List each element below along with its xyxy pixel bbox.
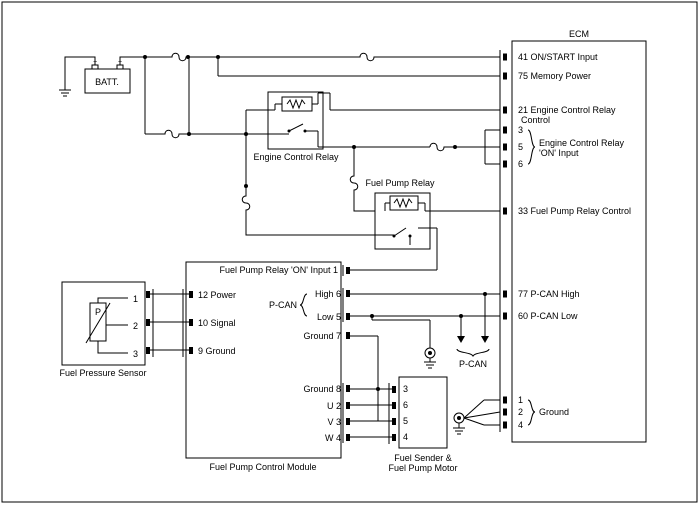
ecm-pin-77: 77 P-CAN High bbox=[518, 289, 580, 299]
fpcm-title: Fuel Pump Control Module bbox=[209, 462, 316, 472]
ecm-pin-75: 75 Memory Power bbox=[518, 71, 591, 81]
fpcm-pin-low: Low 5 bbox=[317, 312, 341, 322]
fpcm-pin-ground7: Ground 7 bbox=[303, 331, 341, 341]
ecm-pin-terminal bbox=[503, 106, 507, 114]
fuel-pressure-sensor: P 1 2 3 Fuel Pressure Sensor bbox=[59, 281, 154, 378]
sender-pin-3: 3 bbox=[403, 384, 408, 394]
fpcm-pin-w: W 4 bbox=[325, 433, 341, 443]
fpcm-pin-power: 12 Power bbox=[198, 290, 236, 300]
fuse-1-icon bbox=[145, 52, 218, 62]
fpcm-pin-u: U 2 bbox=[327, 401, 341, 411]
ecm-pin-4: 4 bbox=[518, 420, 523, 430]
fpcm-pin-signal: 10 Signal bbox=[198, 318, 236, 328]
ecm-pin-33: 33 Fuel Pump Relay Control bbox=[518, 206, 631, 216]
ecm: ECM bbox=[511, 29, 647, 443]
fuel-pump-relay: Fuel Pump Relay bbox=[365, 178, 435, 250]
ecm-pin-1: 1 bbox=[518, 395, 523, 405]
fuel-sender-label-1: Fuel Sender & bbox=[394, 453, 452, 463]
fuel-sender-pump-motor: 3 6 5 4 Fuel Sender & Fuel Pump Motor bbox=[388, 376, 458, 473]
ecm-pin-terminal bbox=[503, 312, 507, 320]
battery-ground-icon bbox=[59, 89, 71, 97]
ecm-pin-5: 5 bbox=[518, 142, 523, 152]
sender-pin-5: 5 bbox=[403, 416, 408, 426]
battery-label: BATT. bbox=[95, 77, 119, 87]
fpcm-relay-on-input: Fuel Pump Relay 'ON' Input 1 bbox=[220, 265, 339, 275]
fuse-4-icon bbox=[429, 142, 485, 152]
fpcm-pcan-label: P-CAN bbox=[269, 300, 297, 310]
sender-pin-4: 4 bbox=[403, 432, 408, 442]
fuse-2-icon bbox=[218, 52, 500, 62]
ecm-ground-icon bbox=[453, 423, 465, 435]
ecm-pin-terminal bbox=[503, 421, 507, 429]
ecm-on-input-label-2: 'ON' Input bbox=[539, 148, 579, 158]
ecm-pin-2: 2 bbox=[518, 407, 523, 417]
engine-control-relay: Engine Control Relay bbox=[253, 91, 339, 162]
sender-pin-6: 6 bbox=[403, 400, 408, 410]
sensor-pin-3: 3 bbox=[133, 349, 138, 359]
ecm-pin-terminal bbox=[503, 290, 507, 298]
ecm-pin-terminal bbox=[503, 408, 507, 416]
battery: BATT. − + bbox=[84, 59, 131, 94]
fuel-pressure-sensor-label: Fuel Pressure Sensor bbox=[59, 368, 146, 378]
fuel-sender-label-2: Fuel Pump Motor bbox=[388, 463, 457, 473]
ecm-on-input-label-1: Engine Control Relay bbox=[539, 138, 625, 148]
fuel-pump-control-module: Fuel Pump Control Module Fuel Pump Relay… bbox=[185, 261, 342, 472]
fuel-pump-relay-label: Fuel Pump Relay bbox=[365, 178, 435, 188]
ecm-title: ECM bbox=[569, 29, 589, 39]
ecm-pin-60: 60 P-CAN Low bbox=[518, 311, 578, 321]
engine-relay-label: Engine Control Relay bbox=[253, 152, 339, 162]
fpcm-ground-icon bbox=[424, 347, 436, 369]
ecm-pin-terminal bbox=[503, 126, 507, 134]
fpcm-pin-ground8: Ground 8 bbox=[303, 384, 341, 394]
ecm-pin-terminal bbox=[503, 143, 507, 151]
ecm-pin-terminal bbox=[503, 72, 507, 80]
fpcm-pin-ground: 9 Ground bbox=[198, 346, 236, 356]
ecm-pin-21: 21 Engine Control Relay bbox=[518, 105, 616, 115]
fpcm-pin-v: V 3 bbox=[327, 417, 341, 427]
sensor-pin-1: 1 bbox=[133, 294, 138, 304]
fpcm-connectors bbox=[182, 265, 350, 443]
ecm-pin-terminal bbox=[503, 53, 507, 61]
ecm-pin-terminal bbox=[503, 396, 507, 404]
ecm-pin-terminal bbox=[503, 207, 507, 215]
ecm-ground-label: Ground bbox=[539, 407, 569, 417]
ecm-pin-terminal bbox=[503, 160, 507, 168]
pcan-bus-label: P-CAN bbox=[459, 359, 487, 369]
ecm-pin-41: 41 ON/START Input bbox=[518, 52, 598, 62]
fpcm-pin-high: High 6 bbox=[315, 289, 341, 299]
sensor-symbol: P bbox=[95, 307, 101, 317]
ecm-pin-21-label2: Control bbox=[521, 115, 550, 125]
ecm-pin-3: 3 bbox=[518, 125, 523, 135]
ecm-pin-6: 6 bbox=[518, 159, 523, 169]
fuse-3-icon bbox=[145, 129, 246, 139]
sensor-pin-2: 2 bbox=[133, 321, 138, 331]
